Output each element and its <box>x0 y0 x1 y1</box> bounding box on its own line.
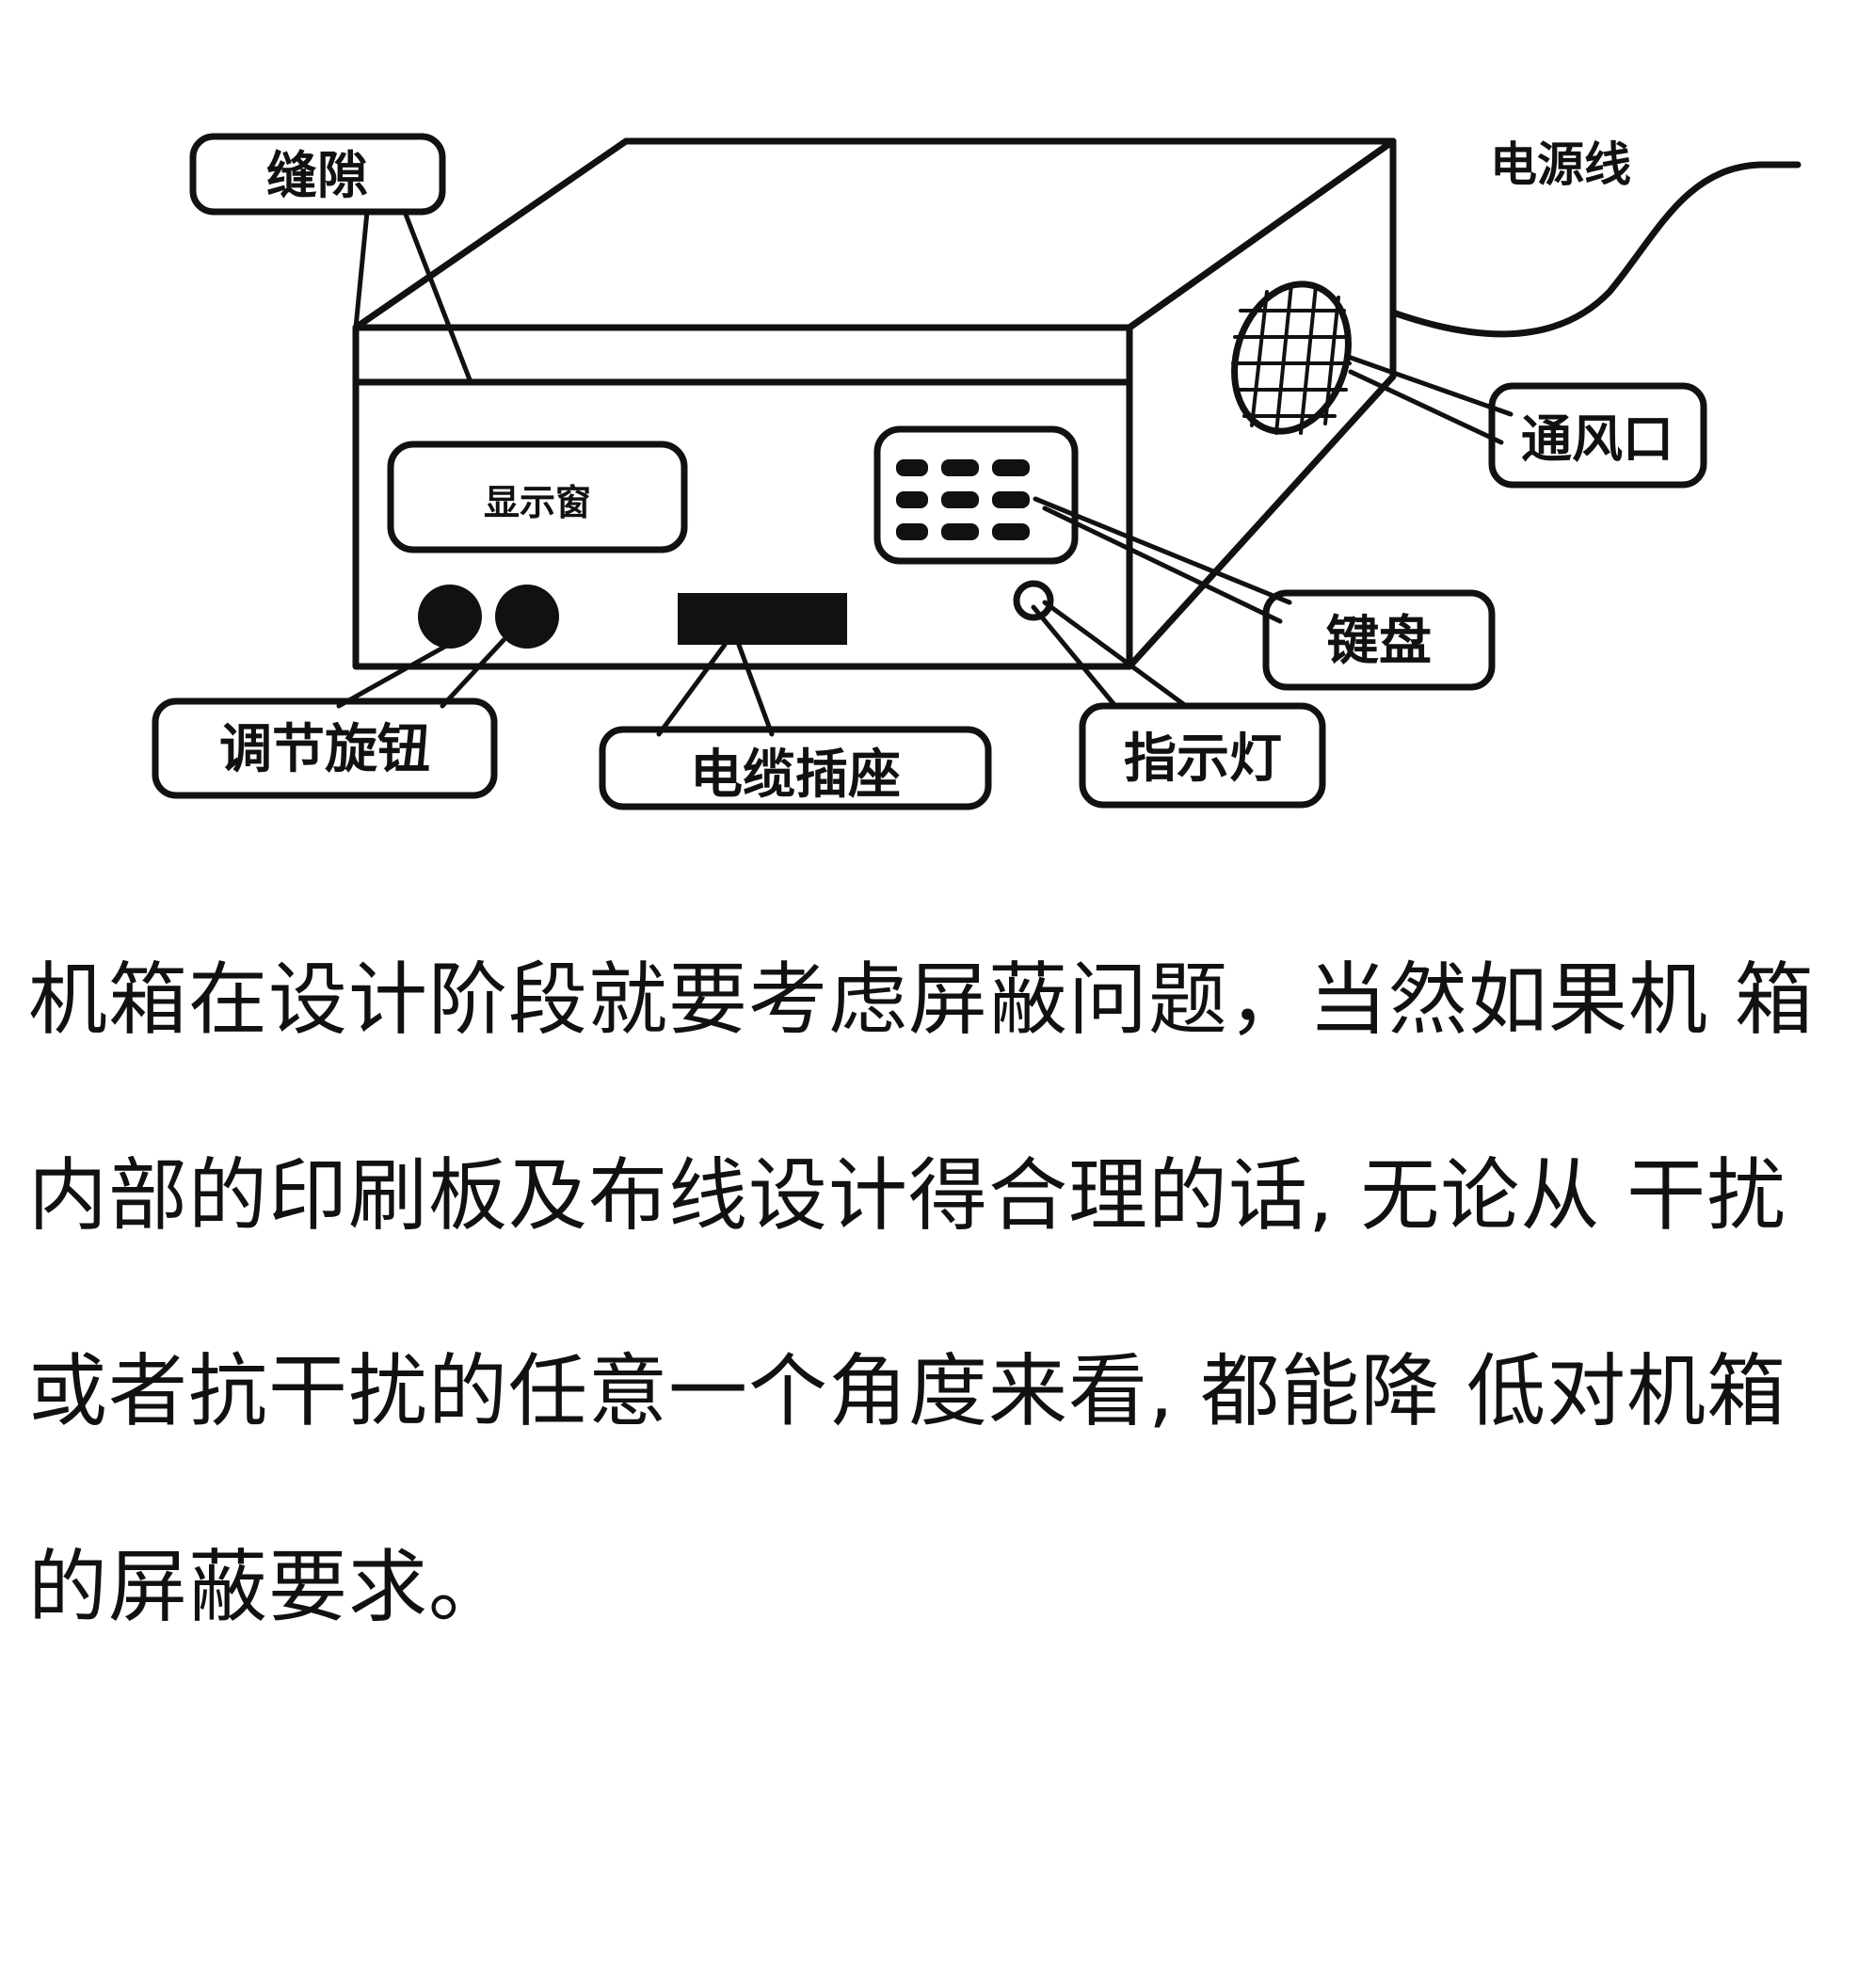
indicator-lamp <box>1013 580 1054 621</box>
paragraph-line-4: 的屏蔽要求。 <box>28 1541 509 1633</box>
knob-right <box>495 585 559 649</box>
body-paragraph: 机箱在设计阶段就要考虑屏蔽问题，当然如果机 箱 内部的印刷板及布线设计得合理的话… <box>28 902 1854 1685</box>
knob-left <box>418 585 482 649</box>
callout-cable-socket-bubble <box>599 726 992 810</box>
chassis-top-face <box>352 137 1397 331</box>
callout-vent-bubble <box>1488 382 1707 489</box>
label-gap: 缝隙 <box>266 146 368 205</box>
paragraph-line-2: 内部的印刷板及布线设计得合理的话, 无论从 干扰 <box>28 1149 1787 1242</box>
label-knobs: 调节旋钮 <box>219 719 430 780</box>
label-display-window: 显示窗 <box>484 482 591 523</box>
keyboard-keys <box>896 459 1030 540</box>
label-power-cord: 电源线 <box>1490 137 1631 192</box>
paragraph-line-1: 机箱在设计阶段就要考虑屏蔽问题，当然如果机 箱 <box>28 954 1815 1046</box>
chassis-front-face <box>352 324 1133 670</box>
callout-knobs-bubble <box>152 697 498 799</box>
power-cord-line <box>1389 161 1802 338</box>
chassis-side-face <box>1126 137 1397 670</box>
callout-gap-bubble <box>189 133 446 216</box>
leader-lines <box>336 209 1514 737</box>
cable-socket-slot <box>678 593 847 645</box>
paragraph-line-3: 或者抗干扰的任意一个角度来看, 都能降 低对机箱 <box>28 1345 1787 1437</box>
callout-indicator-bubble <box>1079 702 1326 809</box>
label-cable-socket: 电缆插座 <box>690 745 901 806</box>
callout-keyboard-bubble <box>1262 589 1496 691</box>
display-window-outline <box>387 441 688 553</box>
chassis-diagram: 缝隙 电源线 显示窗 通风口 键盘 调节旋钮 电缆插座 指示灯 <box>152 133 1802 810</box>
label-vent: 通风口 <box>1521 409 1674 469</box>
label-keyboard: 键盘 <box>1326 611 1432 672</box>
vent-grille <box>1231 281 1352 435</box>
label-indicator: 指示灯 <box>1124 729 1282 790</box>
keyboard-panel-outline <box>873 425 1079 565</box>
